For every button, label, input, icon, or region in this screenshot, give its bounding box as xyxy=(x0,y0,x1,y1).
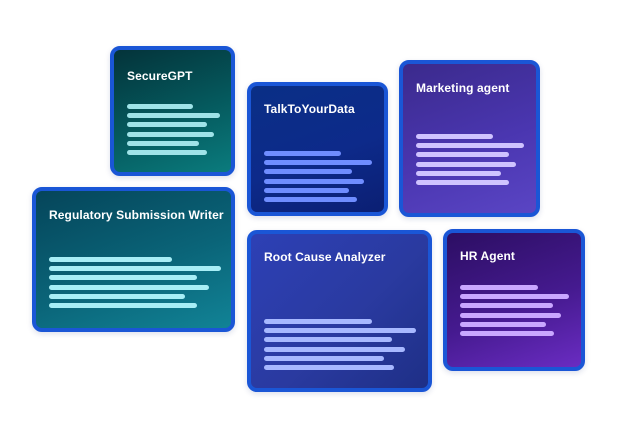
placeholder-line xyxy=(460,294,569,300)
placeholder-line xyxy=(264,196,357,202)
card-securegpt[interactable]: SecureGPT xyxy=(110,46,235,176)
placeholder-line xyxy=(49,275,197,281)
placeholder-line xyxy=(416,143,524,149)
card-title: Regulatory Submission Writer xyxy=(49,208,224,222)
placeholder-line xyxy=(127,131,214,137)
placeholder-line xyxy=(49,284,209,290)
card-title: TalkToYourData xyxy=(264,102,355,116)
card-title: Root Cause Analyzer xyxy=(264,250,386,264)
placeholder-line xyxy=(460,312,561,318)
placeholder-line xyxy=(416,161,516,167)
placeholder-line xyxy=(460,321,546,327)
placeholder-line xyxy=(416,170,501,176)
placeholder-line xyxy=(49,257,172,262)
placeholder-line xyxy=(264,160,372,166)
placeholder-line xyxy=(127,113,220,119)
placeholder-line xyxy=(264,169,352,175)
card-title: HR Agent xyxy=(460,249,516,263)
placeholder-line xyxy=(264,319,372,324)
card-regulatory-submission-writer[interactable]: Regulatory Submission Writer xyxy=(32,187,235,332)
card-title: SecureGPT xyxy=(127,69,193,83)
placeholder-text-lines xyxy=(264,319,416,374)
placeholder-line xyxy=(127,140,199,146)
placeholder-text-lines xyxy=(49,257,221,312)
card-marketing-agent[interactable]: Marketing agent xyxy=(399,60,540,217)
placeholder-line xyxy=(127,149,207,155)
placeholder-line xyxy=(49,266,221,272)
placeholder-line xyxy=(416,179,509,185)
placeholder-text-lines xyxy=(127,104,220,159)
placeholder-line xyxy=(416,152,509,158)
placeholder-line xyxy=(127,104,193,109)
placeholder-line xyxy=(49,302,197,308)
placeholder-line xyxy=(460,285,538,290)
card-root-cause-analyzer[interactable]: Root Cause Analyzer xyxy=(247,230,432,392)
placeholder-line xyxy=(264,346,405,352)
placeholder-line xyxy=(127,122,207,128)
placeholder-line xyxy=(264,355,384,361)
placeholder-line xyxy=(460,303,553,309)
placeholder-text-lines xyxy=(264,151,372,206)
card-title: Marketing agent xyxy=(416,81,510,95)
placeholder-line xyxy=(416,134,493,139)
placeholder-line xyxy=(264,364,394,370)
placeholder-line xyxy=(49,293,185,299)
placeholder-line xyxy=(264,337,392,343)
placeholder-line xyxy=(264,178,364,184)
placeholder-line xyxy=(460,330,554,336)
card-hr-agent[interactable]: HR Agent xyxy=(443,229,585,371)
placeholder-line xyxy=(264,151,341,156)
card-talktoyourdata[interactable]: TalkToYourData xyxy=(247,82,388,216)
placeholder-text-lines xyxy=(460,285,569,340)
placeholder-line xyxy=(264,187,349,193)
placeholder-text-lines xyxy=(416,134,524,189)
placeholder-line xyxy=(264,328,416,334)
